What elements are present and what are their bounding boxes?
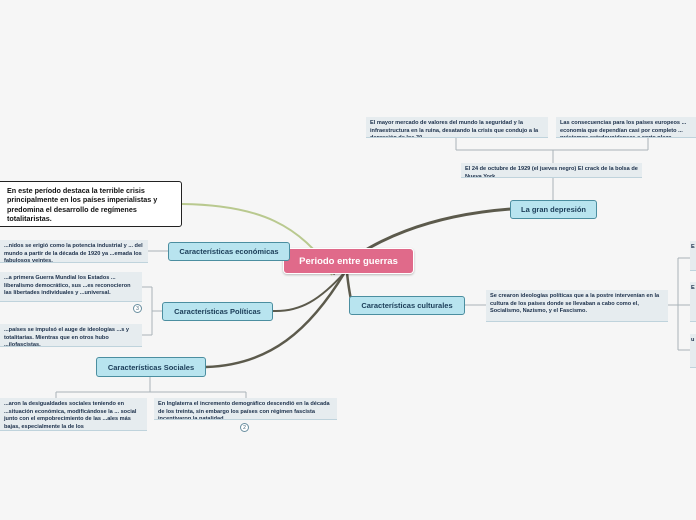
leaf-politicas-ideologias[interactable]: ...países se impulsó el auge de ideologí… (0, 324, 142, 347)
leaf-sociales-inglaterra[interactable]: En Inglaterra el incremento demográfico … (154, 398, 337, 420)
branch-gran-depresion[interactable]: La gran depresión (510, 200, 597, 219)
branch-politicas[interactable]: Características Políticas (162, 302, 273, 321)
central-topic[interactable]: Periodo entre guerras (283, 248, 414, 274)
leaf-right-clipped-3: u (690, 334, 696, 368)
collapsed-count-badge-sociales[interactable]: 2 (240, 423, 249, 432)
leaf-gran-depresion-crack[interactable]: El 24 de octubre de 1929 (el jueves negr… (461, 163, 642, 178)
connector-sociales (205, 271, 347, 369)
connector-politicas (272, 271, 346, 313)
leaf-gran-depresion-mercado[interactable]: El mayor mercado de valores del mundo la… (366, 117, 548, 138)
branch-culturales[interactable]: Características culturales (349, 296, 465, 315)
leaf-economicas-potencia[interactable]: ...nidos se erigió como la potencia indu… (0, 240, 148, 263)
leaf-right-clipped-2: E (690, 282, 696, 322)
leaf-gran-depresion-consecuencias[interactable]: Las consecuencias para los países europe… (556, 117, 696, 138)
branch-economicas[interactable]: Características económicas (168, 242, 290, 261)
leaf-culturales-ideologias[interactable]: Se crearon ideologías políticas que a la… (486, 290, 668, 322)
collapsed-count-badge-politicas[interactable]: 3 (133, 304, 142, 313)
leaf-right-clipped-1: E (690, 241, 696, 271)
branch-sociales[interactable]: Características Sociales (96, 357, 206, 377)
leaf-sociales-desigualdades[interactable]: ...aron la desigualdades sociales tenien… (0, 398, 147, 431)
leaf-politicas-liberalismo[interactable]: ...a primera Guerra Mundial los Estados … (0, 272, 142, 302)
intro-note[interactable]: En este período destaca la terrible cris… (0, 181, 182, 227)
